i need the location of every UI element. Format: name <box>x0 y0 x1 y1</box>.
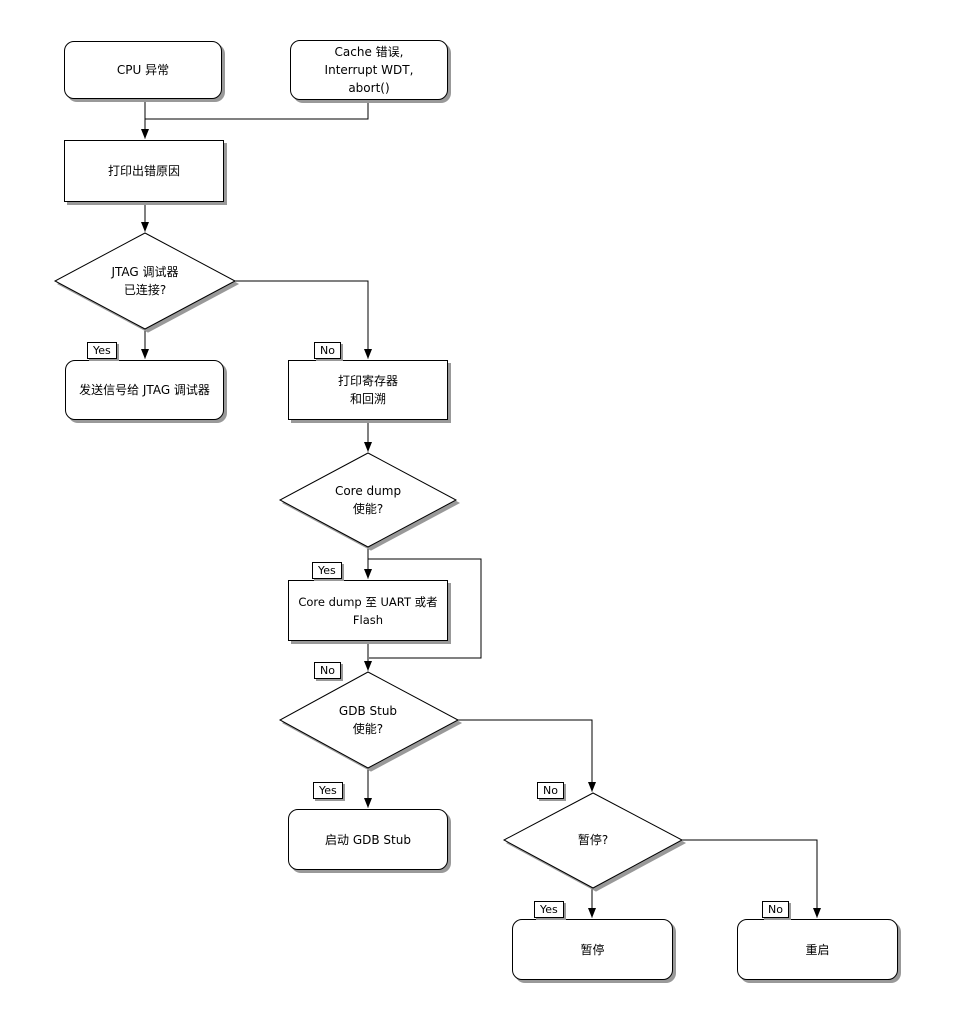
node-cpu-exception: CPU 异常 <box>64 41 222 99</box>
node-halt: 暂停 <box>512 919 673 980</box>
edge-halt-no-to-reboot <box>682 839 821 918</box>
edge-gdbstub-no-to-halt-question <box>458 719 596 792</box>
edge-jtag-no-to-print-regs <box>235 280 372 359</box>
decision-halt-question-label: 暂停? <box>577 833 609 847</box>
node-print-registers-backtrace: 打印寄存器 和回溯 <box>288 360 448 420</box>
node-cache-error: Cache 错误, Interrupt WDT, abort() <box>290 40 448 100</box>
decision-jtag-connected-label: JTAG 调试器 已连接? <box>111 265 179 297</box>
node-reboot: 重启 <box>737 919 898 980</box>
edge-label-coredump-no: No <box>314 662 341 679</box>
edge-label-jtag-yes: Yes <box>87 342 117 359</box>
decision-gdbstub-enabled-label: GDB Stub 使能? <box>338 704 398 736</box>
node-send-signal-jtag: 发送信号给 JTAG 调试器 <box>65 360 224 420</box>
node-print-error-reason: 打印出错原因 <box>64 140 224 202</box>
node-start-gdbstub: 启动 GDB Stub <box>288 809 448 870</box>
decision-coredump-enabled-label: Core dump 使能? <box>334 484 402 516</box>
decision-halt-shape <box>502 792 684 889</box>
edge-label-halt-yes: Yes <box>534 901 564 918</box>
decision-coredump-shape <box>278 452 458 548</box>
node-coredump-uart-flash: Core dump 至 UART 或者 Flash <box>288 580 448 641</box>
edge-label-gdbstub-yes: Yes <box>313 782 343 799</box>
decision-gdbstub-shape <box>278 671 460 769</box>
edge-label-coredump-yes: Yes <box>312 562 342 579</box>
edge-label-halt-no: No <box>762 901 789 918</box>
edge-cache-error-merge <box>145 101 369 120</box>
decision-jtag-shape <box>53 232 237 330</box>
edge-label-jtag-no: No <box>314 342 341 359</box>
edge-label-gdbstub-no: No <box>537 782 564 799</box>
edge-coredump-no-bypass <box>368 558 482 659</box>
